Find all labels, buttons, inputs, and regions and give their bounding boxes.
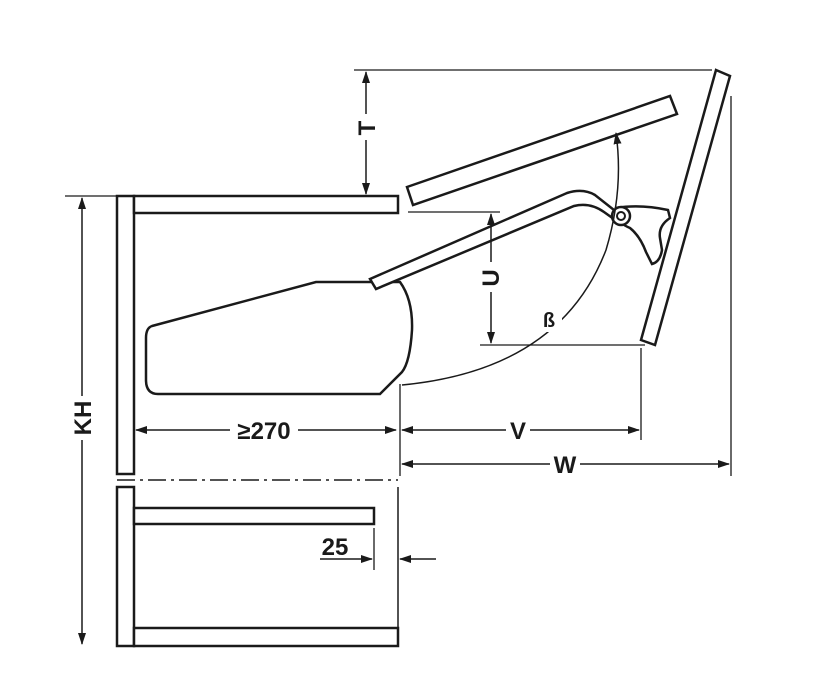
lower-side-panel — [115, 485, 136, 648]
w-label: W — [554, 452, 577, 479]
lift-mechanism-housing — [144, 280, 414, 396]
offset-label: 25 — [322, 534, 349, 561]
beta-label: ß — [543, 310, 555, 332]
extension-lines — [65, 69, 732, 570]
upper-flap — [639, 68, 732, 347]
upper-cabinet — [115, 194, 400, 476]
v-label: V — [510, 418, 526, 445]
pivot-pin-inner — [616, 211, 626, 221]
cabinet-side-panel — [115, 194, 136, 476]
beta-angle-arc — [401, 132, 622, 386]
t-label: T — [354, 120, 381, 135]
lower-bottom-panel — [132, 626, 400, 648]
u-label: U — [478, 269, 505, 286]
shelf — [132, 506, 376, 526]
lower-cabinet — [115, 485, 400, 648]
lower-flap — [405, 94, 679, 207]
kh-label: KH — [70, 401, 97, 436]
cabinet-top-panel — [132, 194, 400, 215]
depth-label: ≥270 — [237, 418, 290, 445]
